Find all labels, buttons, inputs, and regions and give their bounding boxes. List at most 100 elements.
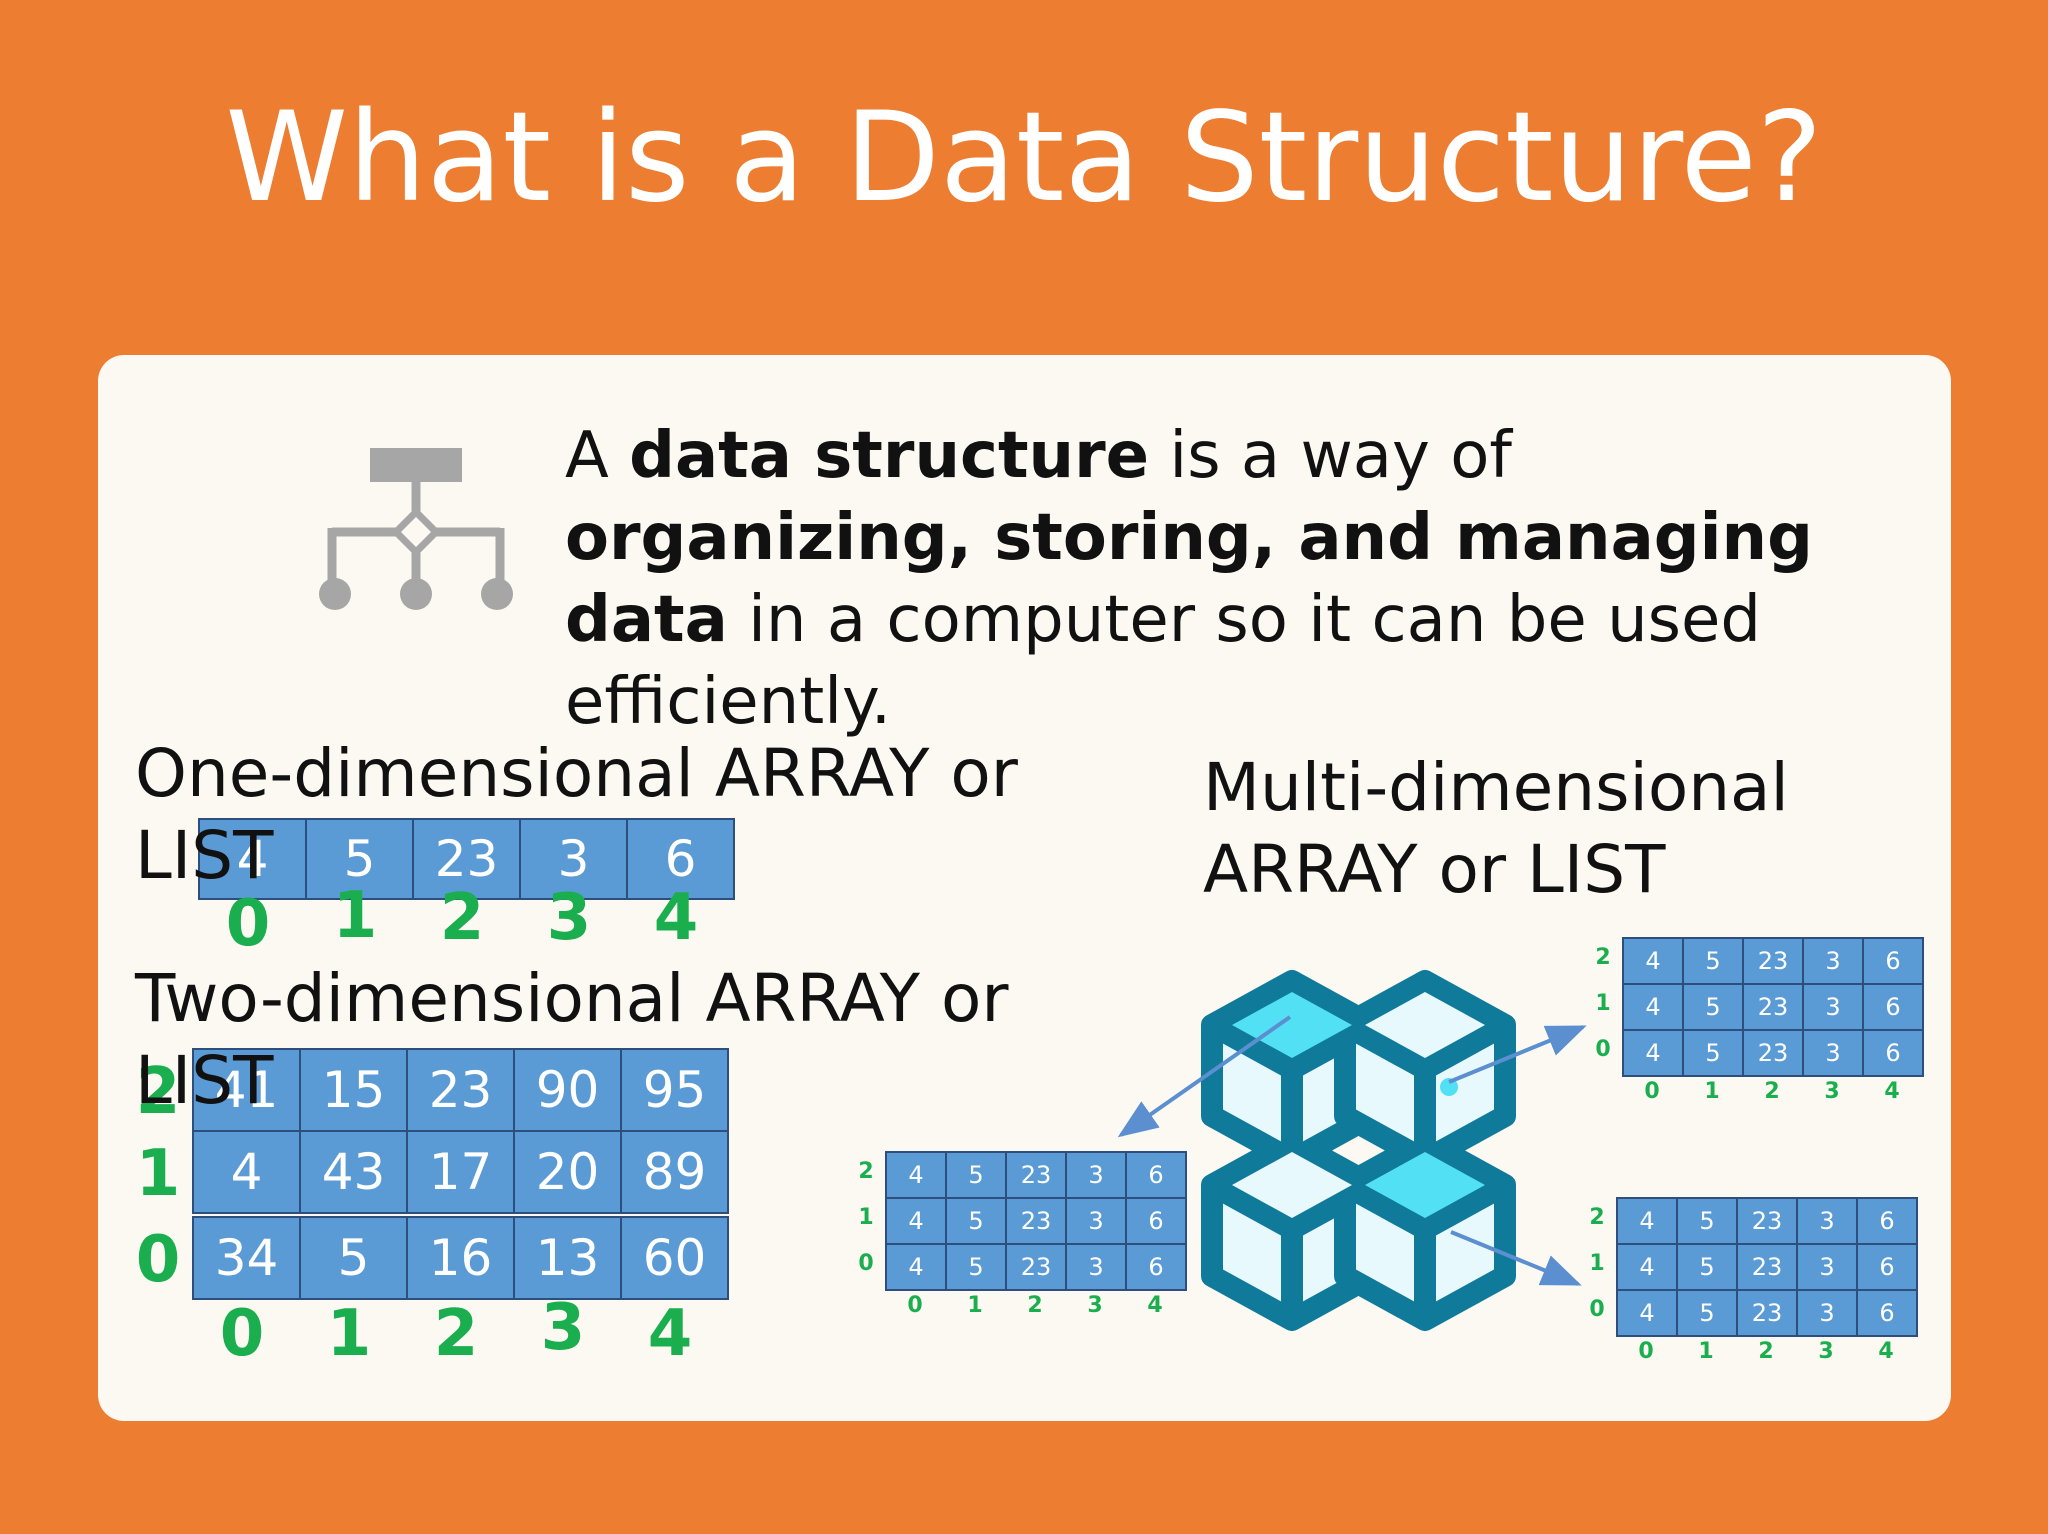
grid-cell: 5 <box>1676 1197 1738 1245</box>
definition-text: A data structure is a way of organizing,… <box>565 419 1813 739</box>
grid-cell: 23 <box>1005 1243 1067 1291</box>
grid-cell: 23 <box>1742 937 1804 985</box>
grid-cell: 6 <box>1125 1197 1187 1245</box>
array-cell: 5 <box>299 1216 408 1300</box>
grid-cell: 23 <box>1005 1197 1067 1245</box>
grid-cell: 4 <box>885 1151 947 1199</box>
row-index: 0 <box>1589 1297 1605 1322</box>
grid-cell: 4 <box>1622 937 1684 985</box>
two-d-heading: Two-dimensional ARRAY or LIST <box>135 960 1009 1119</box>
grid-cell: 6 <box>1125 1243 1187 1291</box>
grid-cell: 4 <box>1616 1289 1678 1337</box>
array-cell: 20 <box>513 1130 622 1214</box>
column-index: 3 <box>546 881 592 955</box>
grid-cell: 6 <box>1856 1289 1918 1337</box>
grid-cell: 3 <box>1802 937 1864 985</box>
array-cell: 3 <box>519 818 628 900</box>
array-cell: 89 <box>620 1130 729 1214</box>
column-index: 2 <box>433 1297 479 1371</box>
one-d-heading: One-dimensional ARRAY or LIST <box>135 735 1018 894</box>
row-index: 0 <box>858 1251 874 1276</box>
row-index: 2 <box>1595 945 1611 970</box>
grid-cell: 5 <box>945 1243 1007 1291</box>
column-index: 4 <box>1878 1339 1894 1364</box>
grid-cell: 6 <box>1856 1243 1918 1291</box>
column-index: 1 <box>1698 1339 1714 1364</box>
grid-cell: 6 <box>1862 937 1924 985</box>
grid-cell: 3 <box>1796 1197 1858 1245</box>
column-index: 1 <box>1704 1079 1720 1104</box>
array-cell: 60 <box>620 1216 729 1300</box>
grid-cell: 23 <box>1742 983 1804 1031</box>
grid-cell: 6 <box>1862 983 1924 1031</box>
column-index: 0 <box>225 887 271 961</box>
column-index: 0 <box>1644 1079 1660 1104</box>
array-cell: 4 <box>198 818 307 900</box>
grid-cell: 4 <box>885 1197 947 1245</box>
column-index: 4 <box>1147 1293 1163 1318</box>
row-index: 2 <box>858 1159 874 1184</box>
grid-cell: 5 <box>1682 983 1744 1031</box>
row-index: 2 <box>1589 1205 1605 1230</box>
grid-cell: 5 <box>1676 1289 1738 1337</box>
grid-cell: 4 <box>1622 983 1684 1031</box>
column-index: 1 <box>326 1297 372 1371</box>
grid-cell: 6 <box>1856 1197 1918 1245</box>
grid-cell: 23 <box>1005 1151 1067 1199</box>
array-cell: 16 <box>406 1216 515 1300</box>
grid-cell: 4 <box>1616 1243 1678 1291</box>
column-index: 0 <box>219 1297 265 1371</box>
column-index: 1 <box>332 879 378 953</box>
grid-cell: 4 <box>1622 1029 1684 1077</box>
grid-cell: 6 <box>1862 1029 1924 1077</box>
column-index: 2 <box>439 881 485 955</box>
grid-cell: 4 <box>1616 1197 1678 1245</box>
grid-cell: 4 <box>885 1243 947 1291</box>
array-cell: 5 <box>305 818 414 900</box>
grid-cell: 3 <box>1802 983 1864 1031</box>
page-title: What is a Data Structure? <box>225 86 1823 230</box>
array-cell: 34 <box>192 1216 301 1300</box>
column-index: 2 <box>1764 1079 1780 1104</box>
grid-cell: 3 <box>1796 1243 1858 1291</box>
array-cell: 4 <box>192 1130 301 1214</box>
grid-cell: 5 <box>1682 1029 1744 1077</box>
array-cell: 6 <box>626 818 735 900</box>
row-index: 1 <box>135 1137 181 1211</box>
grid-cell: 6 <box>1125 1151 1187 1199</box>
row-index: 0 <box>135 1223 181 1297</box>
column-index: 2 <box>1027 1293 1043 1318</box>
grid-cell: 5 <box>945 1151 1007 1199</box>
row-index: 1 <box>858 1205 874 1230</box>
column-index: 3 <box>540 1291 586 1365</box>
column-index: 4 <box>1884 1079 1900 1104</box>
grid-cell: 5 <box>1682 937 1744 985</box>
column-index: 2 <box>1758 1339 1774 1364</box>
array-cell: 17 <box>406 1130 515 1214</box>
grid-cell: 3 <box>1065 1151 1127 1199</box>
row-index: 0 <box>1595 1037 1611 1062</box>
row-index: 1 <box>1589 1251 1605 1276</box>
column-index: 4 <box>653 881 699 955</box>
grid-cell: 5 <box>1676 1243 1738 1291</box>
array-cell: 15 <box>299 1048 408 1132</box>
array-cell: 43 <box>299 1130 408 1214</box>
grid-cell: 3 <box>1796 1289 1858 1337</box>
column-index: 3 <box>1818 1339 1834 1364</box>
multi-d-heading: Multi-dimensional ARRAY or LIST <box>1203 749 1789 908</box>
column-index: 0 <box>1638 1339 1654 1364</box>
column-index: 3 <box>1824 1079 1840 1104</box>
array-cell: 90 <box>513 1048 622 1132</box>
grid-cell: 23 <box>1742 1029 1804 1077</box>
grid-cell: 3 <box>1065 1243 1127 1291</box>
grid-cell: 23 <box>1736 1243 1798 1291</box>
column-index: 4 <box>647 1297 693 1371</box>
array-cell: 13 <box>513 1216 622 1300</box>
column-index: 1 <box>967 1293 983 1318</box>
grid-cell: 3 <box>1065 1197 1127 1245</box>
column-index: 3 <box>1087 1293 1103 1318</box>
array-cell: 23 <box>412 818 521 900</box>
grid-cell: 3 <box>1802 1029 1864 1077</box>
column-index: 0 <box>907 1293 923 1318</box>
array-cell: 95 <box>620 1048 729 1132</box>
